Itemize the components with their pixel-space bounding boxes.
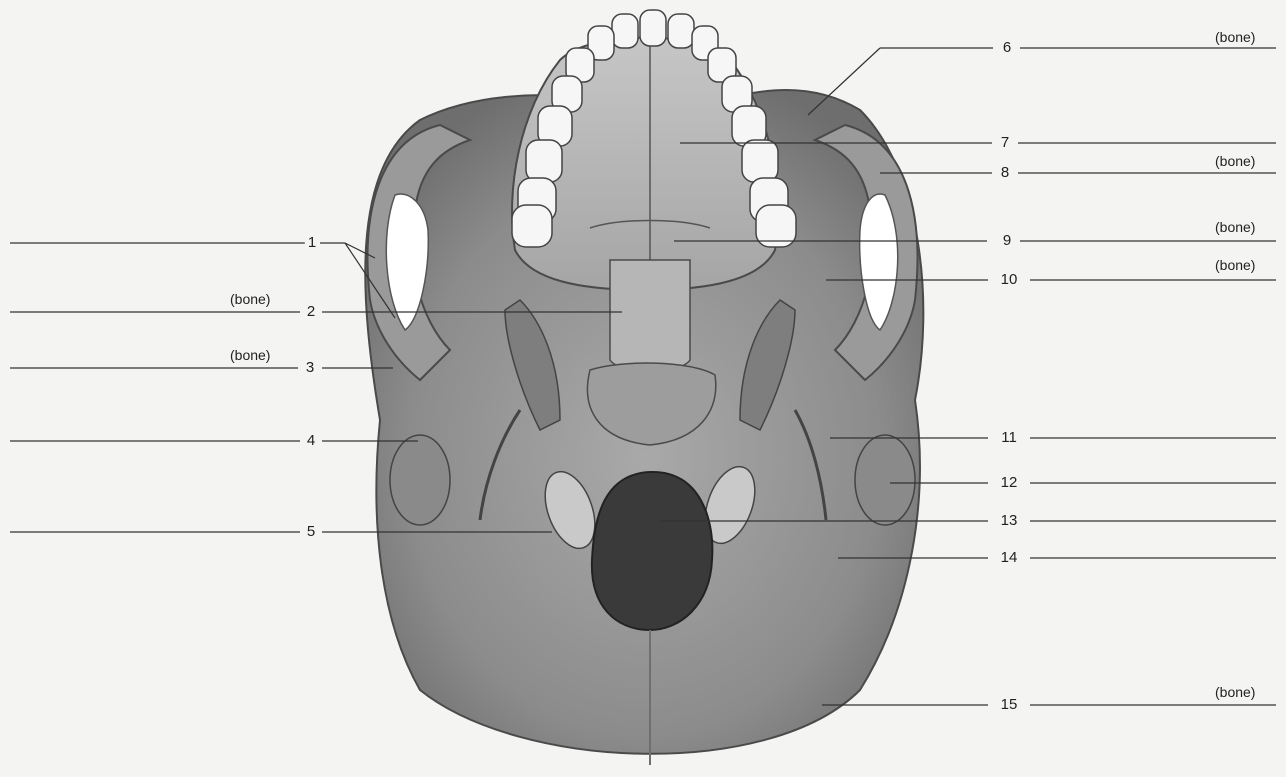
mastoid-right bbox=[855, 435, 915, 525]
bone-tag-6: (bone) bbox=[1215, 29, 1255, 45]
mastoid-left bbox=[390, 435, 450, 525]
label-6: 6 bbox=[1000, 40, 1014, 56]
label-12: 12 bbox=[998, 475, 1021, 491]
label-9: 9 bbox=[1000, 233, 1014, 249]
label-13: 13 bbox=[998, 513, 1021, 529]
bone-tag-3: (bone) bbox=[230, 347, 270, 363]
bone-tag-10: (bone) bbox=[1215, 257, 1255, 273]
label-7: 7 bbox=[998, 135, 1012, 151]
label-3: 3 bbox=[303, 360, 317, 376]
label-15: 15 bbox=[998, 697, 1021, 713]
label-5: 5 bbox=[304, 524, 318, 540]
label-2: 2 bbox=[304, 304, 318, 320]
label-11: 11 bbox=[998, 430, 1020, 446]
bone-tag-9: (bone) bbox=[1215, 219, 1255, 235]
label-8: 8 bbox=[998, 165, 1012, 181]
foramen-magnum bbox=[592, 472, 712, 630]
bone-tag-15: (bone) bbox=[1215, 684, 1255, 700]
bone-tag-8: (bone) bbox=[1215, 153, 1255, 169]
vomer-region bbox=[610, 260, 690, 371]
label-14: 14 bbox=[998, 550, 1021, 566]
bone-tag-2: (bone) bbox=[230, 291, 270, 307]
label-10: 10 bbox=[998, 272, 1021, 288]
label-4: 4 bbox=[304, 433, 318, 449]
label-1: 1 bbox=[305, 235, 319, 251]
